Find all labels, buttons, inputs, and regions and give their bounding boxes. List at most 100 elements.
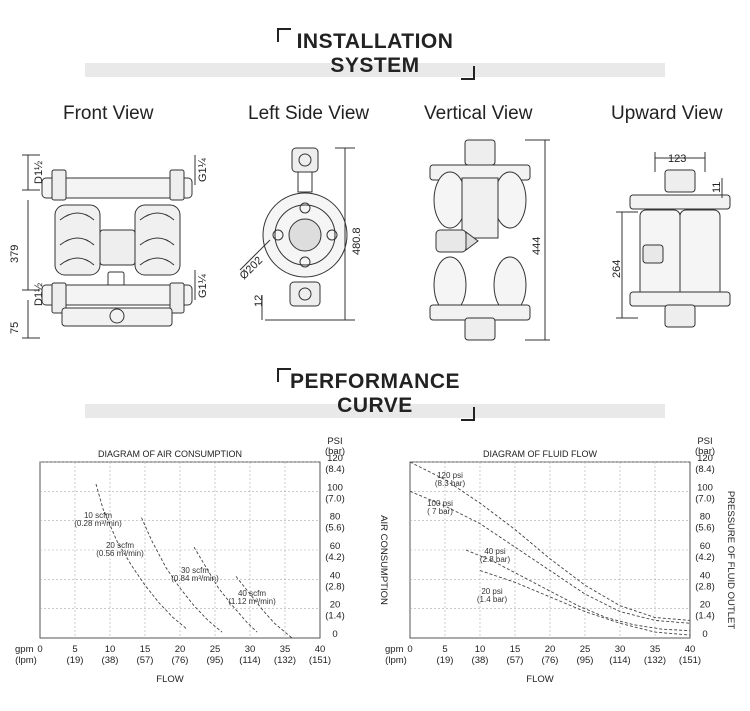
x-tick-label: 10 [475, 644, 486, 655]
x-unit-label: gpm [385, 644, 404, 655]
series-line [409, 461, 691, 621]
x-tick-lpm-label: (95) [577, 655, 594, 666]
series-sublabel: (8.3 bar) [435, 479, 466, 488]
y-tick-bar-label: (8.4) [695, 464, 715, 475]
x-tick-lpm-label: (57) [137, 655, 154, 666]
y-tick-bar-label: (4.2) [325, 552, 345, 563]
y-tick-label: 20 [700, 600, 711, 611]
series-sublabel: ( 7 bar) [427, 507, 453, 516]
y-tick-label: 20 [330, 600, 341, 611]
installation-title: INSTALLATION SYSTEM [275, 30, 475, 78]
y-tick-bar-label: (2.8) [695, 581, 715, 592]
bracket-br-2 [461, 407, 475, 421]
y-tick-bar-label: (2.8) [325, 581, 345, 592]
series-sublabel: (1.4 bar) [477, 595, 508, 604]
view-label-upward: Upward View [611, 103, 723, 124]
x-tick-label: 5 [442, 644, 447, 655]
y-axis-label: PRESSURE OF FLUID OUTLET [725, 491, 736, 629]
y-tick-label: 60 [700, 541, 711, 552]
installation-title-line1: INSTALLATION [296, 30, 454, 53]
x-tick-lpm-label: (lpm) [385, 655, 407, 666]
y-tick-label: 80 [700, 512, 711, 523]
series-line [95, 483, 188, 630]
x-tick-lpm-label: (19) [67, 655, 84, 666]
series-label: 10 scfm [84, 511, 112, 520]
series-sublabel: (0.84 m³/min) [171, 574, 219, 583]
x-tick-lpm-label: (114) [239, 655, 260, 666]
y-tick-label: 120 [327, 453, 343, 464]
x-tick-lpm-label: (76) [172, 655, 189, 666]
y-axis-label: AIR CONSUMPTION [378, 515, 389, 605]
y-tick-bar-label: (8.4) [325, 464, 345, 475]
x-tick-lpm-label: (19) [437, 655, 454, 666]
series-label: 20 psi [481, 587, 503, 596]
chart-title: DIAGRAM OF AIR CONSUMPTION [98, 449, 242, 459]
x-tick-label: 35 [650, 644, 661, 655]
x-tick-label: 0 [407, 644, 412, 655]
bracket-tl [277, 28, 291, 42]
series-line [479, 570, 691, 636]
x-tick-lpm-label: (132) [644, 655, 666, 666]
x-tick-lpm-label: (57) [507, 655, 524, 666]
bracket-tl-2 [277, 368, 291, 382]
y-tick-bar-label: (7.0) [695, 493, 715, 504]
series-line [409, 490, 691, 624]
series-sublabel: (1.12 m³/min) [228, 597, 276, 606]
series-line [141, 517, 223, 633]
x-tick-label: 20 [545, 644, 556, 655]
view-label-vertical: Vertical View [424, 103, 533, 124]
x-tick-label: 5 [72, 644, 77, 655]
y-unit-label: PSI [327, 436, 342, 447]
x-tick-lpm-label: (38) [102, 655, 119, 666]
y-tick-label: 80 [330, 512, 341, 523]
x-tick-label: 10 [105, 644, 116, 655]
series-label: 100 psi [427, 499, 453, 508]
series-line [465, 549, 691, 632]
series-label: 40 psi [484, 547, 506, 556]
x-tick-lpm-label: (95) [207, 655, 224, 666]
series-line [193, 546, 258, 633]
installation-banner [85, 63, 665, 77]
x-tick-label: 35 [280, 644, 291, 655]
y-tick-label: 60 [330, 541, 341, 552]
series-sublabel: (2.8 bar) [480, 555, 511, 564]
x-tick-label: 30 [245, 644, 256, 655]
x-tick-lpm-label: (151) [309, 655, 331, 666]
y-tick-label: 40 [700, 570, 711, 581]
x-tick-label: 40 [685, 644, 696, 655]
x-tick-label: 30 [615, 644, 626, 655]
x-tick-lpm-label: (132) [274, 655, 296, 666]
x-tick-lpm-label: (38) [472, 655, 489, 666]
series-label: 20 scfm [106, 541, 134, 550]
x-tick-label: 20 [175, 644, 186, 655]
y-tick-bar-label: (5.6) [695, 523, 715, 534]
performance-title: PERFORMANCE CURVE [275, 370, 475, 418]
series-line [235, 576, 293, 639]
series-sublabel: (0.56 m³/min) [96, 549, 144, 558]
x-tick-lpm-label: (151) [679, 655, 701, 666]
series-label: 40 scfm [238, 589, 266, 598]
performance-banner [85, 404, 665, 418]
series-label: 30 scfm [181, 566, 209, 575]
bracket-br [461, 66, 475, 80]
y-tick-label: 40 [330, 570, 341, 581]
x-tick-label: 25 [580, 644, 591, 655]
series-label: 120 psi [437, 471, 463, 480]
y-tick-label: 100 [327, 482, 343, 493]
x-unit-label: gpm [15, 644, 34, 655]
series-sublabel: (0.28 m³/min) [74, 519, 122, 528]
y-tick-bar-label: (4.2) [695, 552, 715, 563]
installation-title-line2: SYSTEM [330, 54, 420, 77]
x-tick-label: 15 [140, 644, 151, 655]
y-tick-bar-label: (1.4) [325, 611, 345, 622]
chart-title: DIAGRAM OF FLUID FLOW [483, 449, 598, 459]
x-axis-label: FLOW [526, 674, 553, 685]
performance-title-line1: PERFORMANCE [289, 370, 460, 393]
x-tick-label: 15 [510, 644, 521, 655]
x-tick-label: 0 [37, 644, 42, 655]
performance-title-line2: CURVE [337, 394, 413, 417]
view-label-front: Front View [63, 103, 154, 124]
x-tick-label: 25 [210, 644, 221, 655]
y-unit2-label: (bar) [325, 446, 345, 457]
